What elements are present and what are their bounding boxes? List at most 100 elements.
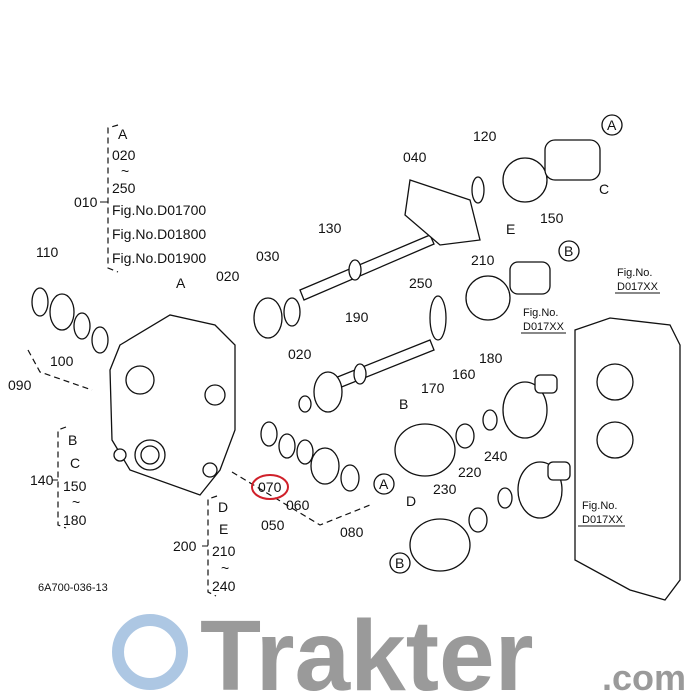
diagram-label: A (379, 476, 389, 492)
diagram-label: D017XX (582, 514, 624, 526)
diagram-label: 110 (36, 244, 59, 260)
diagram-label: 230 (433, 481, 457, 497)
diagram-label: 180 (63, 512, 87, 528)
diagram-label: 020 (112, 147, 136, 163)
piston-bundle-E (509, 261, 551, 295)
valve-plate-180 (502, 381, 548, 439)
diagram-shape (251, 474, 289, 500)
diagram-label: Fig.No.D01900 (112, 250, 206, 266)
diagram-shape (534, 374, 558, 394)
swash-plate-040 (404, 179, 481, 246)
spring-230 (468, 507, 488, 533)
diagram-label: 210 (471, 252, 495, 268)
diagram-label: 220 (458, 464, 482, 480)
diagram-label: D017XX (617, 281, 659, 293)
diagram-shape (140, 445, 160, 465)
snap-ring-030 (283, 297, 301, 327)
diagram-shape (482, 409, 498, 431)
diagram-label: Fig.No. (523, 307, 558, 319)
gear-logo-icon (112, 614, 188, 690)
diagram-label: 100 (50, 353, 74, 369)
diagram-shape (353, 363, 367, 385)
cylinder-block-B (394, 423, 456, 477)
part-100-bearing (49, 293, 75, 331)
bracket-140 (57, 426, 67, 529)
diagram-label: C (70, 455, 80, 471)
fig-ref-middle: Fig.No. D017XX (521, 307, 566, 334)
diagram-shape (73, 312, 91, 340)
ref-circles: A B A B (373, 114, 623, 574)
diagram-shape (373, 473, 395, 495)
part-060 (278, 433, 296, 459)
diagram-label: Fig.No.D01800 (112, 226, 206, 242)
drawing-code: 6A700-036-13 (38, 582, 108, 594)
diagram-label: 040 (403, 149, 427, 165)
diagram-label: ~ (121, 163, 129, 179)
diagram-label: 130 (318, 220, 342, 236)
diagram-label: D (218, 499, 228, 515)
diagram-shape (231, 471, 371, 526)
part-110-snap-ring (31, 287, 49, 317)
diagram-label: 020 (288, 346, 312, 362)
diagram-label: B (399, 396, 408, 412)
watermark-suffix: .com (602, 657, 686, 698)
shaft-130 (299, 234, 435, 301)
diagram-label: 020 (216, 268, 240, 284)
diagram-label: 050 (261, 517, 285, 533)
diagram-label: 170 (421, 380, 445, 396)
diagram-label: E (506, 221, 515, 237)
diagram-label: 160 (452, 366, 476, 382)
diagram-label: B (68, 432, 77, 448)
highlighted-part-070[interactable]: 070 (251, 474, 289, 500)
plate-250 (429, 295, 447, 341)
valve-plate-150 (502, 157, 548, 203)
diagram-shape (596, 421, 634, 459)
diagram-label: D (406, 493, 416, 509)
diagram-shape (125, 365, 155, 395)
diagram-shape (558, 240, 580, 262)
diagram-label: 190 (345, 309, 369, 325)
assembly-200-list: 200 D E 210 ~ 240 (173, 499, 236, 594)
diagram-label: 210 (212, 543, 236, 559)
diagram-shape (296, 439, 314, 465)
assembly-140-list: 140 B C 150 ~ 180 (30, 432, 87, 528)
cylinder-block-D (409, 518, 471, 572)
diagram-label: A (118, 126, 128, 142)
diagram-label: 070 (258, 479, 282, 495)
diagram-label: E (219, 521, 228, 537)
shaft-190 (329, 339, 435, 391)
diagram-shape (329, 339, 435, 391)
diagram-shape (497, 487, 513, 509)
diagram-shape (113, 448, 127, 462)
part-080 (340, 464, 360, 492)
diagram-shape (27, 349, 93, 391)
diagram-label: Fig.No. (582, 500, 617, 512)
diagram-shape (389, 552, 411, 574)
diagram-label: B (564, 243, 573, 259)
diagram-label: ~ (221, 560, 229, 576)
diagram-shape (596, 363, 634, 401)
diagram-label: 030 (256, 248, 280, 264)
center-section-housing (574, 317, 681, 601)
diagram-shape (298, 395, 312, 413)
diagram-label: 120 (473, 128, 497, 144)
fig-ref-top: Fig.No. D017XX (615, 267, 660, 294)
bearing-020a (253, 297, 283, 339)
diagram-shape (601, 114, 623, 136)
assembly-010-list: 010 A 020 ~ 250 Fig.No.D01700 Fig.No.D01… (74, 126, 206, 266)
diagram-label: 090 (8, 377, 32, 393)
diagram-label: D017XX (523, 321, 565, 333)
piston-bundle-top (544, 139, 601, 181)
diagram-label: 200 (173, 538, 197, 554)
plate-120 (471, 176, 485, 204)
diagram-label: 150 (540, 210, 564, 226)
bearing-020b (313, 371, 343, 413)
valve-plate-210 (465, 275, 511, 321)
diagram-label: 060 (286, 497, 310, 513)
transmission-housing (109, 314, 236, 496)
diagram-shape (544, 139, 601, 181)
diagram-label: C (599, 181, 609, 197)
part-labels: 110 100 090 A 020 030 130 040 120 C 150 … (8, 128, 609, 540)
diagram-label: Fig.No.D01700 (112, 202, 206, 218)
watermark: Trakter .com (112, 600, 686, 700)
